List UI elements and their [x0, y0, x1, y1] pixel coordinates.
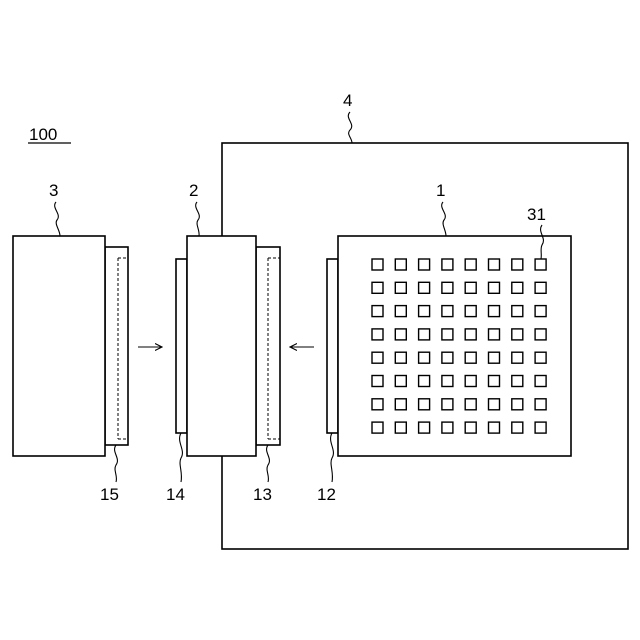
grid-cell [442, 259, 453, 270]
grid-cell [535, 376, 546, 387]
grid-cell [465, 422, 476, 433]
grid-cell [419, 259, 430, 270]
grid-cell [372, 422, 383, 433]
layer-15-leader [115, 445, 118, 482]
grid-cell [372, 376, 383, 387]
grid-cell [465, 259, 476, 270]
grid-cell [372, 282, 383, 293]
grid-cell [395, 259, 406, 270]
grid-cell [489, 352, 500, 363]
grid-cell [442, 329, 453, 340]
module-2 [187, 236, 256, 456]
grid-cell [512, 422, 523, 433]
grid-cell [489, 329, 500, 340]
grid-cell [465, 306, 476, 317]
grid-cell [465, 399, 476, 410]
panel-1-label: 1 [436, 181, 445, 200]
grid-cell [465, 329, 476, 340]
grid-label: 31 [527, 205, 546, 224]
grid-cell [512, 329, 523, 340]
module-2-label: 2 [189, 181, 198, 200]
grid-cell [395, 422, 406, 433]
grid-cell [372, 352, 383, 363]
outer-frame-label: 4 [343, 91, 352, 110]
grid-cell [395, 352, 406, 363]
layer-12 [327, 259, 338, 433]
grid-cell [419, 399, 430, 410]
grid-cell [419, 306, 430, 317]
grid-cell [512, 352, 523, 363]
grid-cell [442, 352, 453, 363]
grid-cell [372, 259, 383, 270]
grid-cell [512, 306, 523, 317]
grid-cell [372, 306, 383, 317]
grid-cell [489, 259, 500, 270]
grid-cell [442, 422, 453, 433]
grid-cell [489, 399, 500, 410]
grid-cell [419, 352, 430, 363]
layer-13-label: 13 [253, 485, 272, 504]
grid-cell [442, 376, 453, 387]
grid-cell [395, 399, 406, 410]
grid-cell [535, 399, 546, 410]
grid-cell [442, 306, 453, 317]
grid-cell [512, 282, 523, 293]
grid-cell [512, 399, 523, 410]
grid-cell [535, 282, 546, 293]
module-3 [13, 236, 105, 456]
grid-cell [372, 399, 383, 410]
grid-cell [419, 282, 430, 293]
grid-cell [465, 352, 476, 363]
grid-cell [442, 399, 453, 410]
grid-cell [395, 376, 406, 387]
layer-14-leader [180, 433, 183, 482]
layer-12-label: 12 [317, 485, 336, 504]
layer-14 [176, 259, 187, 433]
grid-cell [419, 422, 430, 433]
grid-cell [372, 329, 383, 340]
module-3-label: 3 [49, 181, 58, 200]
outer-frame-leader [348, 112, 352, 143]
grid-cell [535, 306, 546, 317]
grid-cell [535, 259, 546, 270]
module-3-leader [55, 202, 60, 236]
grid-cell [489, 376, 500, 387]
layer-15-label: 15 [100, 485, 119, 504]
grid-cell [489, 422, 500, 433]
grid-cell [535, 329, 546, 340]
module-2-leader [196, 202, 200, 236]
grid-cell [465, 376, 476, 387]
grid-cell [395, 329, 406, 340]
grid-cell [419, 376, 430, 387]
layer-14-label: 14 [166, 485, 185, 504]
grid-cell [419, 329, 430, 340]
grid-cell [395, 282, 406, 293]
grid-cell [512, 376, 523, 387]
grid-cell [489, 306, 500, 317]
grid-cell [489, 282, 500, 293]
grid-cell [535, 422, 546, 433]
grid-cell [395, 306, 406, 317]
grid-cell [465, 282, 476, 293]
grid-cell [442, 282, 453, 293]
grid-cell [535, 352, 546, 363]
grid-cell [512, 259, 523, 270]
system-label: 100 [29, 125, 57, 144]
layer-15 [105, 247, 128, 445]
